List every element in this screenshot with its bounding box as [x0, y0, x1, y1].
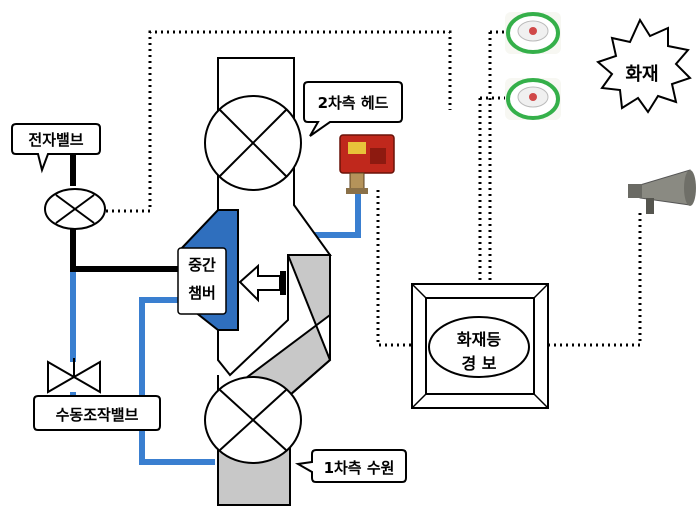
piston-arrow: [238, 263, 286, 303]
callout-manual: [33, 395, 161, 431]
solenoid-valve-icon: [44, 188, 106, 230]
wire-solenoid-to-detector: [106, 30, 452, 213]
manual-valve-icon: [47, 358, 101, 394]
detector-icon: [505, 78, 561, 120]
secondary-head-label: 2차측 헤드: [317, 94, 389, 112]
wire-alarm-to-siren: [548, 210, 642, 347]
manual-valve-label: 수동조작밸브: [55, 406, 139, 424]
pipe-chamber-to-source: [139, 297, 215, 465]
siren-icon: [628, 169, 696, 214]
callout-solenoid: [11, 123, 101, 174]
signal-wires: [106, 30, 642, 347]
wire-detectors-to-alarm: [478, 30, 505, 282]
callout-source: [294, 449, 407, 483]
alarm-label-1: 화재등: [456, 330, 502, 349]
primary-source-label: 1차측 수원: [323, 459, 395, 477]
alarm-panel: [411, 283, 549, 409]
fire-label: 화재: [625, 64, 659, 85]
detector-icon: [505, 12, 561, 54]
callout-head: [303, 81, 403, 137]
solenoid-line: [70, 152, 180, 272]
upper-valve-disc: [204, 95, 302, 191]
lower-valve-disc: [204, 376, 302, 464]
pipe-to-head: [307, 192, 361, 238]
sprinkler-head-icon: [339, 134, 395, 194]
valve-body-lower-outline: [217, 255, 331, 506]
fire-burst-icon: [596, 17, 692, 114]
solenoid-valve-label: 전자밸브: [28, 131, 84, 149]
middle-chamber-label-1: 중간: [188, 256, 216, 274]
alarm-label-2: 경 보: [461, 354, 497, 373]
middle-chamber-label-box: [177, 247, 227, 315]
callout-bubbles: [11, 81, 407, 483]
middle-chamber-label-2: 챔버: [188, 284, 216, 302]
